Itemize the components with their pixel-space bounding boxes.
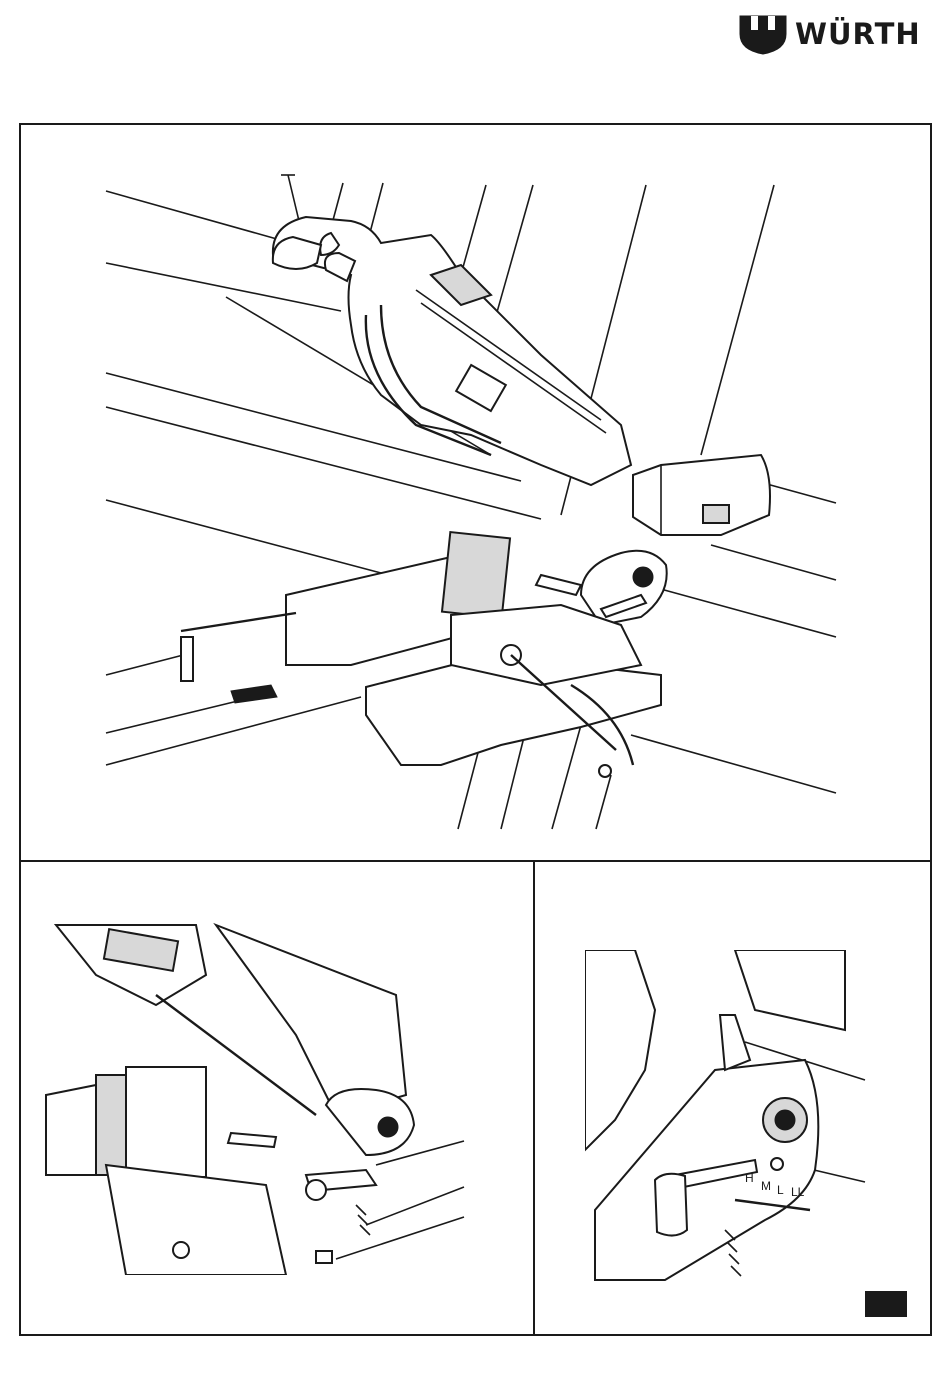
- speed-label-ll: LL: [791, 1185, 805, 1199]
- brand-name: WÜRTH: [795, 14, 921, 54]
- saw-arm: [273, 217, 631, 485]
- speed-label-m: M: [761, 1179, 771, 1193]
- vertical-divider: [533, 861, 535, 1336]
- callout-leader-lines-left: [336, 1141, 464, 1259]
- speed-label-l: L: [777, 1183, 784, 1197]
- motor-housing: [633, 455, 770, 535]
- speed-selector-detail: H M L LL: [585, 950, 870, 1295]
- band-saw-illustration: [21, 125, 930, 859]
- horizontal-divider: [19, 860, 932, 862]
- language-code-badge-icon: [865, 1291, 907, 1317]
- vise-clamp-detail: [36, 915, 476, 1295]
- vise-and-base: [181, 532, 661, 777]
